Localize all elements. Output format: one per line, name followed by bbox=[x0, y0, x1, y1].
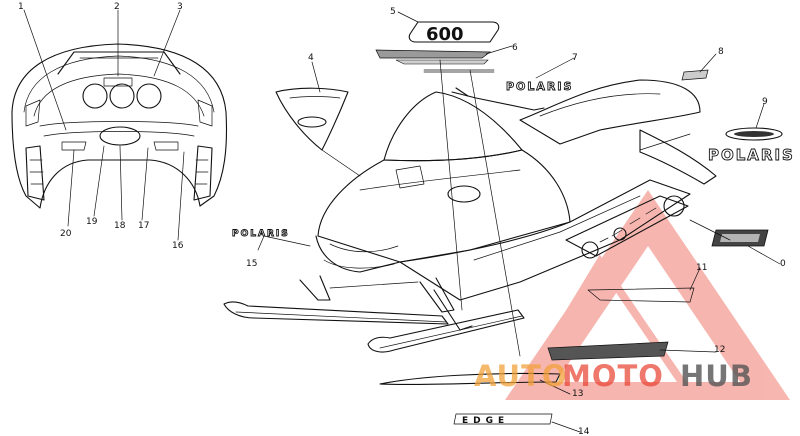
callout-17: 17 bbox=[138, 221, 149, 231]
callout-1: 1 bbox=[18, 2, 24, 12]
callout-11: 11 bbox=[696, 263, 707, 273]
brand-decal-nose: POLARIS bbox=[232, 229, 290, 239]
callout-3: 3 bbox=[177, 2, 183, 12]
brand-decal-side: POLARIS bbox=[708, 146, 795, 164]
callout-19: 19 bbox=[86, 217, 98, 227]
callout-7: 7 bbox=[572, 53, 578, 63]
callout-4: 4 bbox=[308, 53, 314, 63]
callout-5: 5 bbox=[390, 7, 396, 17]
callout-20: 20 bbox=[60, 229, 72, 239]
side-decal-13 bbox=[379, 372, 561, 386]
windshield-decal bbox=[275, 87, 349, 151]
callout-18: 18 bbox=[114, 221, 126, 231]
watermark-text-hub: HUB bbox=[680, 359, 753, 393]
logo-decal-0 bbox=[711, 229, 769, 247]
callout-8: 8 bbox=[718, 47, 724, 57]
callout-12: 12 bbox=[714, 345, 725, 355]
callout-6: 6 bbox=[512, 43, 518, 53]
callout-13: 13 bbox=[572, 389, 583, 399]
edge-decal-text: EDGE bbox=[462, 416, 509, 426]
edge-decal-14: EDGE bbox=[453, 413, 553, 426]
stripe-decal-8 bbox=[681, 69, 709, 81]
side-decal-12 bbox=[547, 341, 669, 361]
callout-numbers: 1 2 3 4 5 6 7 8 9 0 11 12 13 14 15 16 17… bbox=[18, 2, 786, 436]
leader-lines bbox=[23, 9, 781, 433]
callout-0: 0 bbox=[780, 259, 786, 269]
callout-16: 16 bbox=[172, 241, 184, 251]
watermark-text-moto: MOTO bbox=[562, 359, 664, 393]
callout-15: 15 bbox=[246, 259, 257, 269]
model-600-decal: 600 bbox=[408, 21, 500, 45]
logo-decal-9 bbox=[725, 127, 783, 141]
callout-2: 2 bbox=[114, 2, 120, 12]
stripe-decal-6 bbox=[375, 49, 495, 73]
snowmobile-drawing bbox=[223, 79, 717, 353]
callout-9: 9 bbox=[762, 97, 768, 107]
console-detail bbox=[11, 43, 228, 209]
brand-decal-main: POLARIS bbox=[506, 80, 573, 93]
callout-14: 14 bbox=[578, 427, 590, 436]
side-decal-11 bbox=[587, 287, 695, 303]
model-600-text: 600 bbox=[426, 24, 464, 45]
watermark-text-auto: AUTO bbox=[474, 359, 568, 393]
